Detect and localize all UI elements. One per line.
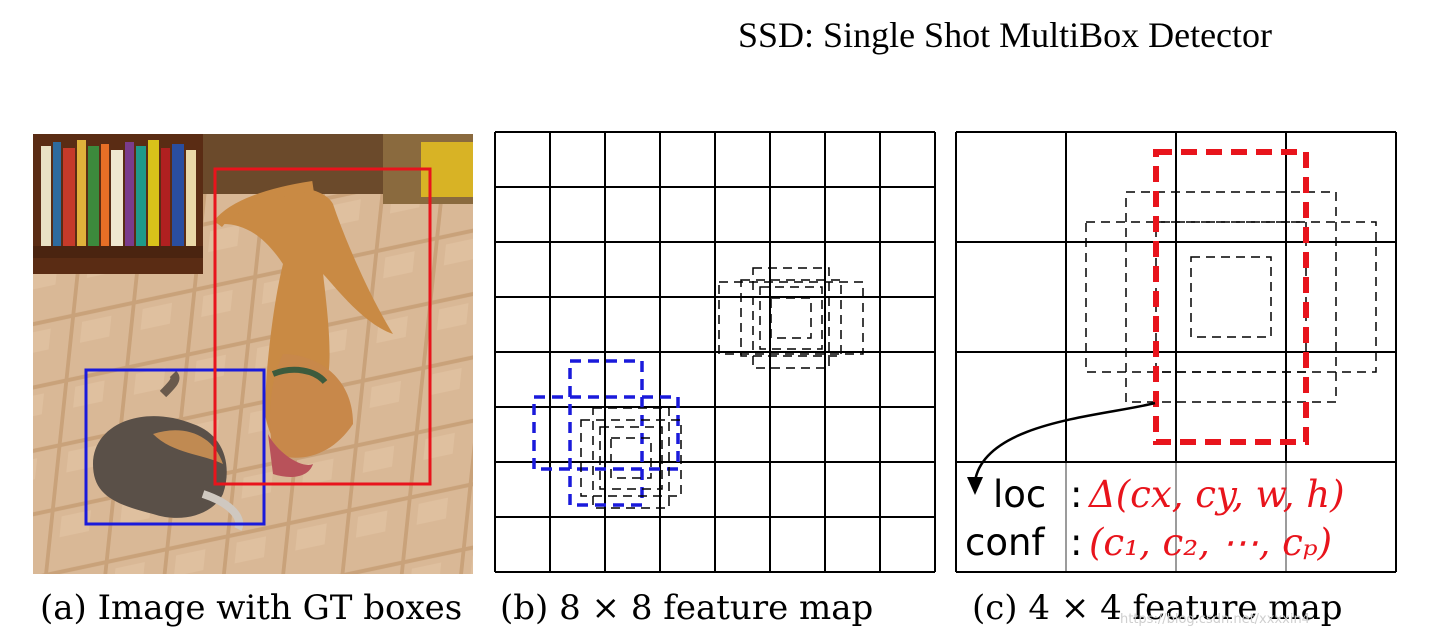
caption-c: (c) 4 × 4 feature map: [972, 588, 1343, 628]
panel-b-grid: [494, 131, 936, 573]
arrow-line: [973, 401, 1156, 482]
grid-8x8: [494, 131, 936, 573]
loc-colon: :: [1070, 473, 1082, 516]
gt-box-dog: [213, 167, 432, 486]
books: [41, 140, 196, 246]
caption-a: (a) Image with GT boxes: [40, 588, 463, 628]
matched-box-cat: [532, 395, 680, 471]
default-box-square: [1155, 221, 1307, 373]
default-box-cat: [599, 426, 663, 490]
default-box-dog: [718, 281, 864, 355]
default-box-cat: [592, 407, 670, 509]
paper-title: SSD: Single Shot MultiBox Detector: [738, 15, 1273, 55]
arrow-head: [967, 477, 983, 495]
panel-a-photo: [33, 134, 473, 574]
matched-box-dog: [1153, 149, 1309, 445]
gt-box-cat: [84, 368, 266, 526]
conf-colon: :: [1070, 521, 1082, 564]
default-box-small: [1190, 256, 1272, 338]
default-box-dog: [740, 279, 842, 357]
panel-c-grid: loc:Δ(cx, cy, w, h) conf:(c₁, c₂, ⋯, cₚ): [955, 131, 1397, 573]
watermark: https://blog.csdn.net/xxxxin4: [1120, 612, 1310, 627]
default-box-dog: [759, 286, 823, 350]
default-box-cat: [580, 419, 682, 497]
cat: [93, 370, 244, 531]
caption-b: (b) 8 × 8 feature map: [500, 588, 874, 628]
dog: [214, 181, 393, 477]
matched-box-cat: [568, 359, 644, 507]
default-box-large: [1125, 191, 1337, 403]
default-box-cat: [610, 437, 652, 479]
grid-4x4: [955, 131, 1397, 573]
default-box-wide: [1085, 221, 1377, 373]
bookcase-shelf: [33, 246, 203, 258]
loc-label: loc: [993, 473, 1046, 516]
conf-expression: (c₁, c₂, ⋯, cₚ): [1089, 521, 1332, 564]
default-box-dog: [752, 267, 830, 369]
loc-expression: Δ(cx, cy, w, h): [1087, 473, 1345, 516]
conf-label: conf: [965, 521, 1045, 564]
default-box-dog: [770, 297, 812, 339]
